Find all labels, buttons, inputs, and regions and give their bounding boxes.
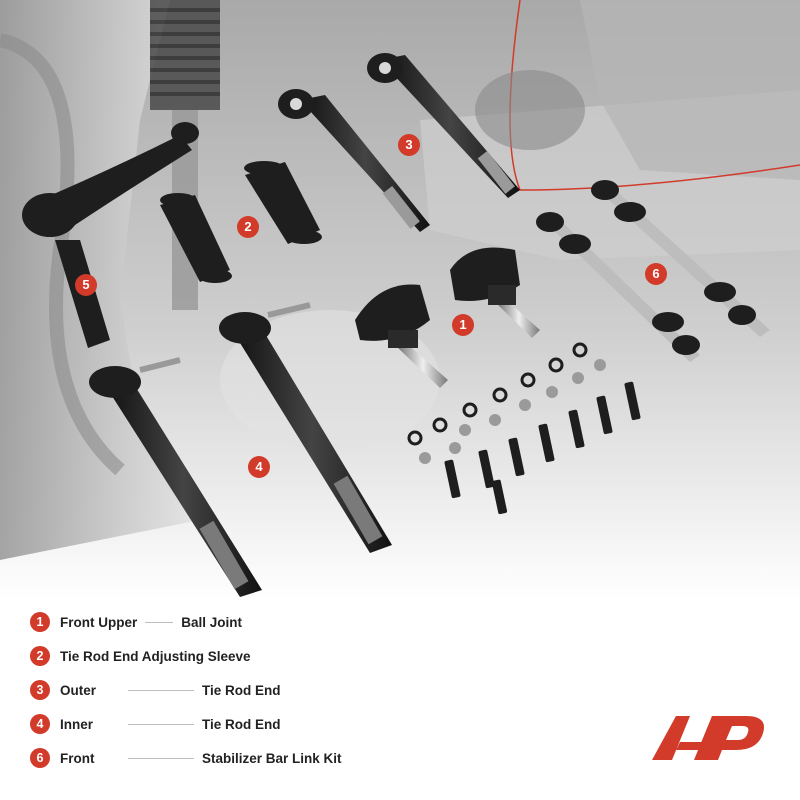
- product-scene: [0, 0, 800, 600]
- legend-divider: [128, 723, 194, 725]
- callout-3: 3: [398, 134, 420, 156]
- legend-position: Front: [60, 750, 95, 766]
- legend-item: 1 Front Upper Ball Joint: [30, 605, 450, 639]
- callout-1: 1: [452, 314, 474, 336]
- legend-part-name: Tie Rod End: [202, 716, 281, 732]
- legend-number: 1: [30, 612, 50, 632]
- oil-pan: [580, 0, 800, 180]
- lower-wheel-ghost: [220, 310, 440, 450]
- legend-part-name: Ball Joint: [181, 614, 243, 630]
- outer-tie-rod-ends: [278, 53, 520, 232]
- legend-position: Tie Rod End Adjusting Sleeve: [60, 648, 251, 664]
- legend-position: Outer: [60, 682, 97, 698]
- callout-4: 4: [248, 456, 270, 478]
- legend-position: Inner: [60, 716, 94, 732]
- legend-divider: [128, 757, 194, 759]
- callout-2: 2: [237, 216, 259, 238]
- legend-number: 3: [30, 680, 50, 700]
- legend-part-name: Tie Rod End: [202, 682, 281, 698]
- legend-divider: [145, 621, 174, 623]
- legend-number: 4: [30, 714, 50, 734]
- stabilizer-links: [536, 180, 770, 362]
- legend-item: 3 Outer Tie Rod End: [30, 673, 450, 707]
- legend-number: 2: [30, 646, 50, 666]
- hardware-bolts: [444, 381, 641, 515]
- ball-joints: [355, 247, 540, 388]
- callout-5: 5: [75, 274, 97, 296]
- legend-item: 2 Tie Rod End Adjusting Sleeve: [30, 639, 450, 673]
- engine-mount: [475, 70, 585, 150]
- tire-silhouette: [0, 0, 200, 560]
- inner-tie-rod-ends: [89, 302, 392, 597]
- legend-item: 4 Inner Tie Rod End: [30, 707, 450, 741]
- hardware-nuts-washers: [407, 342, 606, 464]
- legend-divider: [128, 689, 194, 691]
- callout-6: 6: [645, 263, 667, 285]
- legend-position: Front Upper: [60, 614, 138, 630]
- brand-logo: [652, 716, 764, 760]
- legend-item: 6 Front Stabilizer Bar Link Kit: [30, 741, 450, 775]
- adjusting-sleeves: [160, 161, 322, 283]
- legend-part-name: Stabilizer Bar Link Kit: [202, 750, 342, 766]
- legend-number: 6: [30, 748, 50, 768]
- parts-legend: 1 Front Upper Ball Joint 2 Tie Rod End A…: [30, 605, 450, 775]
